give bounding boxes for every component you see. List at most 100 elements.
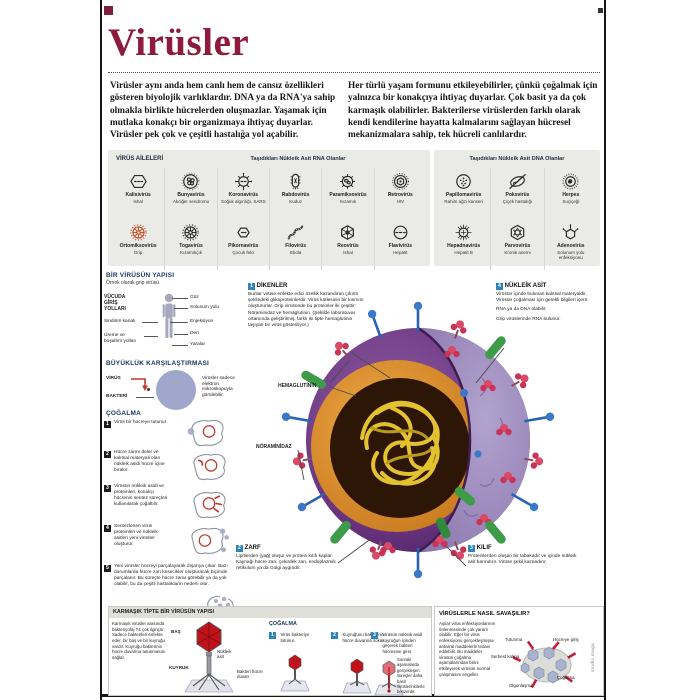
virus-pointer-arrow [131, 378, 148, 391]
corner-red-square [104, 6, 113, 15]
retrovirus-icon [391, 172, 410, 191]
bacteria-circle [156, 370, 196, 410]
neuraminidase-label: NÖRAMİNİDAZ [256, 444, 292, 450]
annotation-envelope: 2 ZARF Lipitlerden (yağ) oluşur ve prote… [236, 545, 336, 573]
step-text: Sentezlenen virüs proteinleri ve nükleik… [114, 524, 158, 548]
annotation-number: 3 [468, 545, 475, 552]
family-name: Papillomavirüs [445, 192, 482, 198]
family-disease: Ebola [289, 249, 302, 255]
leader-line [172, 345, 188, 346]
fight-panel: VİRÜSLERLE NASIL SAVAŞILIR? Aşılar virüs… [434, 606, 604, 696]
entry-injection: Enjeksiyon [190, 319, 214, 324]
family-disease: İshal [343, 249, 353, 255]
size-caption: Virüsler sadece elektron mikroskopuyla g… [202, 376, 235, 398]
body-entry-diagram: VÜCUDA GİRİŞ YOLLARI Sindirim kanalı Üre… [104, 291, 236, 359]
cell-enter-icon [186, 451, 232, 482]
fight-label-attach: Tutunma [505, 637, 523, 642]
rna-strands [360, 400, 440, 486]
entry-eye: Göz [190, 295, 199, 300]
family-disease: Soğuk algınlığı, SARS [221, 198, 266, 204]
togavirus-icon [181, 223, 200, 242]
phage-replication-title: ÇOĞALMA [269, 621, 297, 627]
family-name: Retrovirüs [387, 192, 413, 198]
poxvirus-icon [508, 172, 527, 191]
family-disease: HIV [396, 198, 405, 204]
step-number: 2 [331, 632, 338, 639]
dna-families-title: Taşıdıkları Nükleik Asit DNA Olanlar [469, 156, 565, 162]
step-number: 2 [104, 451, 111, 458]
coronavirus-icon [234, 172, 253, 191]
family-disease: Solunum yolu enfeksiyonu [557, 249, 585, 260]
fight-text: Aşılar virüs enfeksiyonlarının önlenmesi… [439, 621, 496, 677]
annotation-number: 1 [248, 283, 255, 290]
annotation-text: Bunlar virüse enfekte edici özellik kaza… [248, 292, 364, 329]
family-name: Reovirüs [337, 243, 359, 249]
annotation-text: Grip virüslerinde RNA bulunur. [496, 316, 561, 322]
leader-line [170, 322, 188, 323]
fight-label-release: Serbest kalma [491, 654, 520, 659]
annotation-title: DİKENLER [256, 283, 288, 289]
family-name: Pikornavirüs [228, 243, 259, 249]
intro-paragraph-left: Virüsler aynı anda hem canlı hem de cans… [110, 81, 336, 141]
bacteria-label: BAKTERİ [106, 394, 128, 399]
fight-label-maturation: Olgunlaşma [509, 683, 533, 688]
annotation-text: Virüsün içinde bulunan kalıtsal materyal… [496, 292, 589, 304]
picornavirus-icon [234, 223, 253, 242]
family-name: Adenovirüs [557, 243, 585, 249]
hepadnavirus-icon [454, 223, 473, 242]
phage-insert-icon [339, 655, 375, 695]
cell-copy-icon [186, 489, 232, 520]
fight-label-replication: Çoğalma [557, 675, 575, 680]
page-title: Virüsler [108, 21, 250, 64]
corner-dark-square [598, 8, 603, 13]
filovirus-icon [286, 223, 305, 242]
family-disease: Çiçek hastalığı [502, 198, 533, 204]
family-name: Herpes [562, 192, 580, 198]
bunyavirus-icon [181, 172, 200, 191]
size-comparison-title: BÜYÜKLÜK KARŞILAŞTIRMASI [106, 360, 210, 367]
family-disease: Grip [133, 249, 143, 255]
replication-steps: 1 Virüs bir hücreye tutunur. 2 Hücre zar… [104, 419, 238, 617]
hemagglutinin-label: HEMAGLUTİNİN [278, 383, 317, 389]
step-text: Virüs bir hücreye tutunur. [114, 420, 168, 425]
annotation-title: ZARF [244, 545, 261, 551]
frame-right [604, 0, 606, 700]
paramyxovirus-icon [338, 172, 357, 191]
annotation-capsid: 3 KILIF Proteinlerden oluşan bir tabakad… [468, 545, 584, 566]
step-text: Yeni virüsler hücreyi parçalayarak dışar… [114, 564, 228, 588]
family-disease: Kuduz [289, 198, 303, 204]
phage-panel: KARMAŞIK TİPTE BİR VİRÜSÜN YAPISI Karmaş… [108, 606, 432, 696]
family-disease: Hepatit B [454, 249, 473, 255]
family-name: Ortomiksovirüs [119, 243, 157, 249]
family-name: Togavirüs [179, 243, 203, 249]
structure-subtitle: Örnek olarak grip virüsü [106, 280, 160, 286]
family-name: Paramiksovirüs [329, 192, 367, 198]
step-text: Virüsün nükleik asidi kuyruğun içinden g… [382, 632, 423, 654]
parvovirus-icon [508, 223, 527, 242]
phage-panel-title: KARMAŞIK TİPTE BİR VİRÜSÜN YAPISI [109, 607, 431, 618]
annotation-title: KILIF [476, 545, 492, 551]
step-text: Hücre zarını deler ve kalıtsal materyali… [114, 450, 165, 474]
family-disease: Kızamıkçık [179, 249, 202, 255]
virus-dot [147, 388, 150, 391]
annotation-nucleic-acid: 4 NÜKLEİK ASİT Virüsün içinde bulunan ka… [496, 283, 602, 323]
step-number: 3 [104, 485, 111, 492]
step-number: 1 [269, 632, 276, 639]
family-name: Filovirüs [285, 243, 307, 249]
entry-routes-title: VÜCUDA GİRİŞ YOLLARI [104, 294, 126, 312]
intro-paragraph-right: Her türlü yaşam formunu etkileyebilirler… [348, 81, 598, 141]
annotation-number: 2 [236, 545, 243, 552]
virus-families-title: VİRÜS AİLELERİ [116, 156, 164, 162]
entry-reproductive: Üreme ve boşaltım yolları [104, 333, 137, 344]
